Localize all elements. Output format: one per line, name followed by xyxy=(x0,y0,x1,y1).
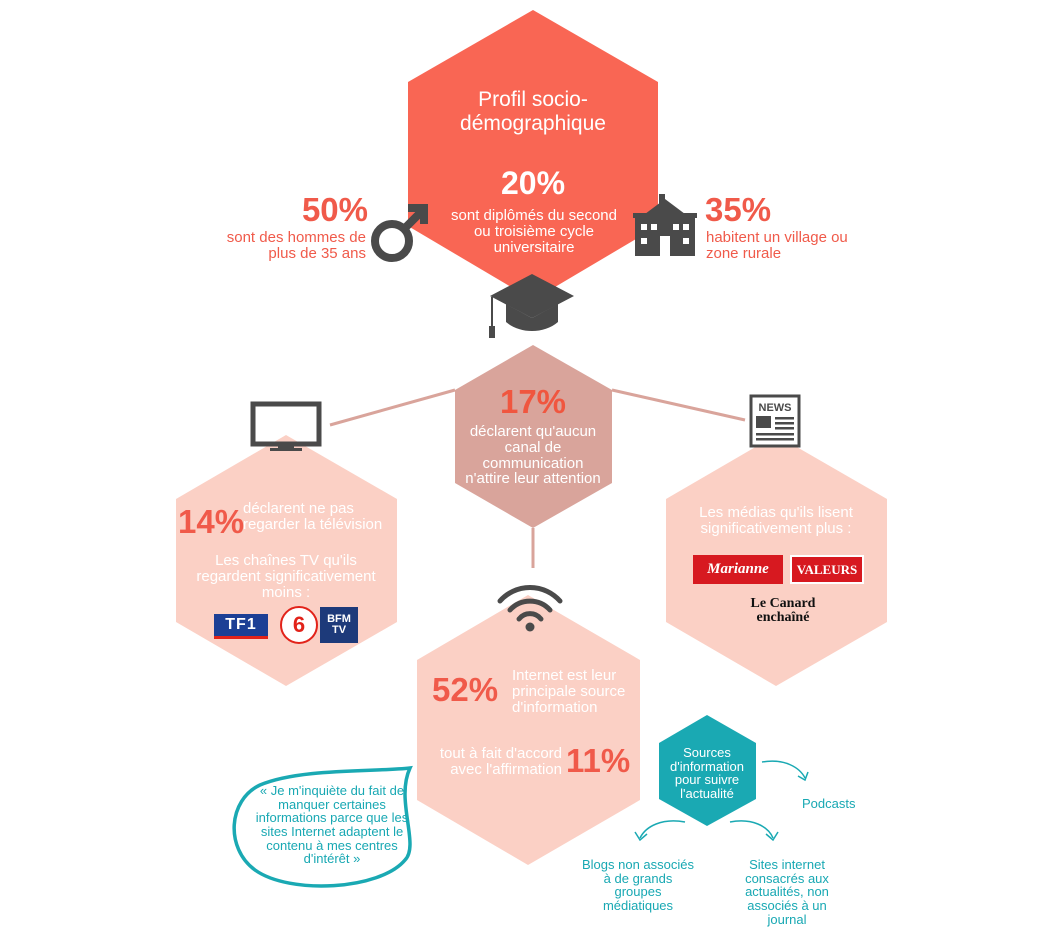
connector-press xyxy=(611,388,746,422)
arrow-blogs xyxy=(639,820,686,839)
no-channel-pct: 17% xyxy=(499,383,567,420)
valeurs-logo-text: VALEURS xyxy=(796,561,858,577)
male-symbol-icon xyxy=(371,204,428,262)
press-text: Les médias qu'ils lisent significativeme… xyxy=(699,504,853,537)
newspaper-icon: NEWS xyxy=(749,394,801,448)
rural-text: habitent un village ou zone rurale xyxy=(706,229,848,262)
no-channel-hexagon xyxy=(455,345,612,528)
house-icon xyxy=(633,194,697,256)
wifi-dot xyxy=(525,622,535,632)
m6-logo: 6 xyxy=(280,606,318,644)
connector-tv xyxy=(329,388,456,427)
canard-logo-text: Le Canard enchaîné xyxy=(750,596,816,625)
quote-text: « Je m'inquiète du fait de manquer certa… xyxy=(255,783,409,867)
profile-stat-pct: 20% xyxy=(500,165,566,201)
tv-channels-text: Les chaînes TV qu'ils regardent signific… xyxy=(196,552,376,601)
rural-pct: 35% xyxy=(705,191,772,228)
no-channel-text: déclarent qu'aucun canal de communicatio… xyxy=(465,423,601,488)
bfmtv-logo-text: BFM TV xyxy=(327,613,351,636)
arrow-blogs-head xyxy=(634,831,648,842)
source-sites: Sites internet consacrés aux actualités,… xyxy=(745,857,829,927)
sources-title: Sources d'information pour suivre l'actu… xyxy=(669,745,745,801)
valeurs-logo: VALEURS xyxy=(790,555,864,584)
men-pct: 50% xyxy=(301,191,368,228)
tf1-logo-text: TF1 xyxy=(225,616,257,633)
internet-agree-pct: 11% xyxy=(566,742,631,779)
internet-hexagon xyxy=(417,595,640,865)
internet-text: Internet est leur principale source d'in… xyxy=(512,667,626,716)
tf1-logo: TF1 xyxy=(214,614,268,639)
men-text: sont des hommes de plus de 35 ans xyxy=(226,229,366,262)
source-podcasts: Podcasts xyxy=(802,796,856,811)
graduation-cap-icon xyxy=(489,274,574,338)
canard-logo: Le Canard enchaîné xyxy=(733,595,833,627)
marianne-logo-text: Marianne xyxy=(707,561,769,577)
profile-hexagon xyxy=(408,10,658,300)
tv-text: déclarent ne pas regarder la télévision xyxy=(243,500,383,533)
arrow-sites xyxy=(729,820,774,839)
profile-title: Profil socio-démographique xyxy=(460,88,606,136)
sources-hexagon xyxy=(659,715,756,826)
svg-text:NEWS: NEWS xyxy=(759,402,792,414)
bfmtv-logo: BFM TV xyxy=(320,607,358,643)
tv-pct: 14% xyxy=(178,503,245,540)
arrow-podcasts-head xyxy=(797,771,809,782)
wifi-icon xyxy=(497,585,563,622)
internet-pct: 52% xyxy=(432,671,499,708)
quote-bubble xyxy=(232,765,413,888)
profile-stat-text: sont diplômés du second ou troisième cyc… xyxy=(451,207,617,256)
tv-icon xyxy=(250,401,322,451)
marianne-logo: Marianne xyxy=(693,555,783,584)
arrow-podcasts xyxy=(761,760,806,779)
arrow-sites-head xyxy=(765,831,779,842)
m6-logo-text: 6 xyxy=(292,612,306,637)
source-blogs: Blogs non associés à de grands groupes m… xyxy=(582,857,695,913)
internet-agree-text: tout à fait d'accord avec l'affirmation xyxy=(439,745,562,778)
